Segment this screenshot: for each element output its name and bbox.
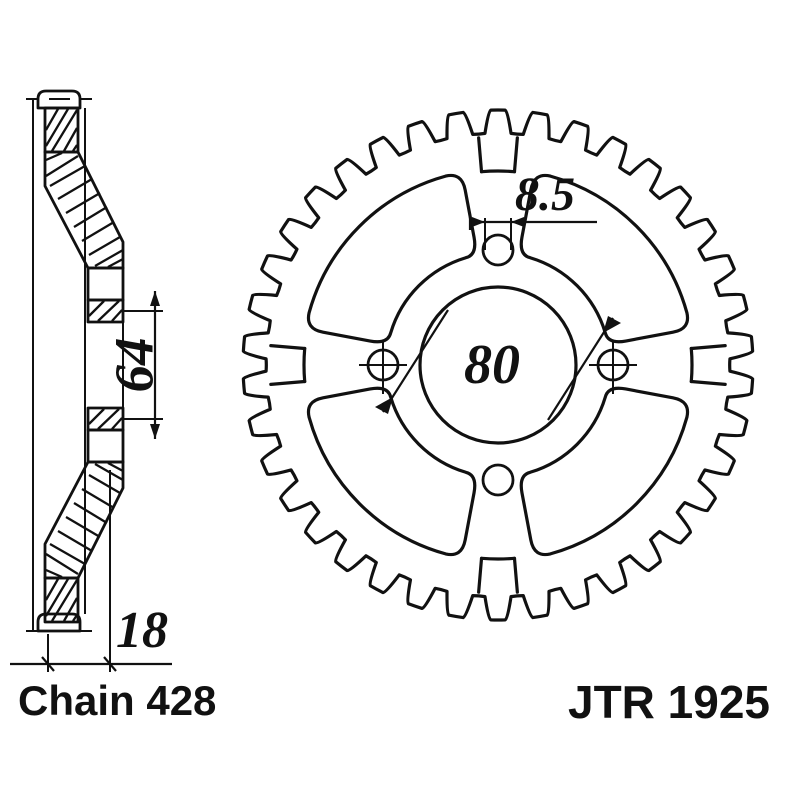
dim8p5-text: 8.5 — [515, 168, 575, 221]
chain-label: Chain 428 — [18, 677, 216, 724]
section-hatch-boss-top — [88, 300, 123, 322]
sprocket-web-cutouts — [306, 173, 690, 557]
spoke-edge-1-2 — [689, 379, 727, 386]
web-cutout-1 — [306, 173, 477, 344]
spoke-edge-4-2 — [512, 136, 519, 174]
dim18-tick-right — [103, 656, 117, 672]
spoke-neck-arc-3 — [302, 346, 307, 384]
dimension-18-group: 18 — [10, 470, 172, 672]
dim18-text: 18 — [116, 602, 168, 659]
web-cutout-2 — [519, 173, 690, 344]
bolt-hole-bottom — [481, 463, 515, 497]
spoke-neck-arc-1 — [689, 346, 694, 384]
dimension-80-group: 80 — [375, 309, 621, 421]
dimension-8p5-group: 8.5 — [468, 168, 597, 250]
spoke-neck-arc-2 — [479, 556, 517, 561]
spoke-edge-2-1 — [512, 556, 519, 594]
dim80-text: 80 — [464, 334, 520, 396]
dim80-arrow-left — [375, 397, 393, 414]
spoke-neck-arc-4 — [479, 169, 517, 174]
part-number-label: JTR 1925 — [568, 676, 770, 728]
dim64-arrow-top — [150, 291, 160, 306]
dim64-arrow-bottom — [150, 424, 160, 439]
bolt-hole-top — [481, 233, 515, 267]
web-cutout-4 — [306, 386, 477, 557]
sprocket-front-view — [241, 108, 755, 622]
dim64-text: 64 — [104, 338, 165, 393]
spoke-edge-3-2 — [269, 344, 307, 351]
spoke-edge-4-1 — [477, 136, 484, 174]
sprocket-tooth-ring — [241, 108, 755, 622]
section-tooth-tip-bottom — [36, 612, 82, 633]
section-hatch-rim-top — [45, 108, 79, 152]
section-hatch-boss-bottom — [88, 408, 123, 430]
dim8p5-arrow-right — [511, 217, 524, 227]
section-rim-band-bottom — [43, 576, 80, 624]
dim18-tick-left — [41, 656, 55, 672]
section-tooth-tip-top — [36, 89, 82, 110]
section-hatch-web-top — [45, 151, 124, 269]
cross-section-view — [26, 89, 125, 633]
sprocket-spoke-lines — [269, 136, 727, 594]
dim80-arrow-right — [603, 316, 621, 333]
dim80-leader-right — [547, 317, 614, 421]
dim8p5-arrow-left — [472, 217, 485, 227]
sprocket-center-bore — [418, 285, 578, 445]
spoke-edge-1-1 — [689, 344, 727, 351]
dim80-leader-left — [382, 309, 449, 413]
dimension-64-group: 64 — [104, 291, 165, 439]
spoke-edge-2-2 — [477, 556, 484, 594]
spoke-edge-3-1 — [269, 379, 307, 386]
web-cutout-3 — [519, 386, 690, 557]
